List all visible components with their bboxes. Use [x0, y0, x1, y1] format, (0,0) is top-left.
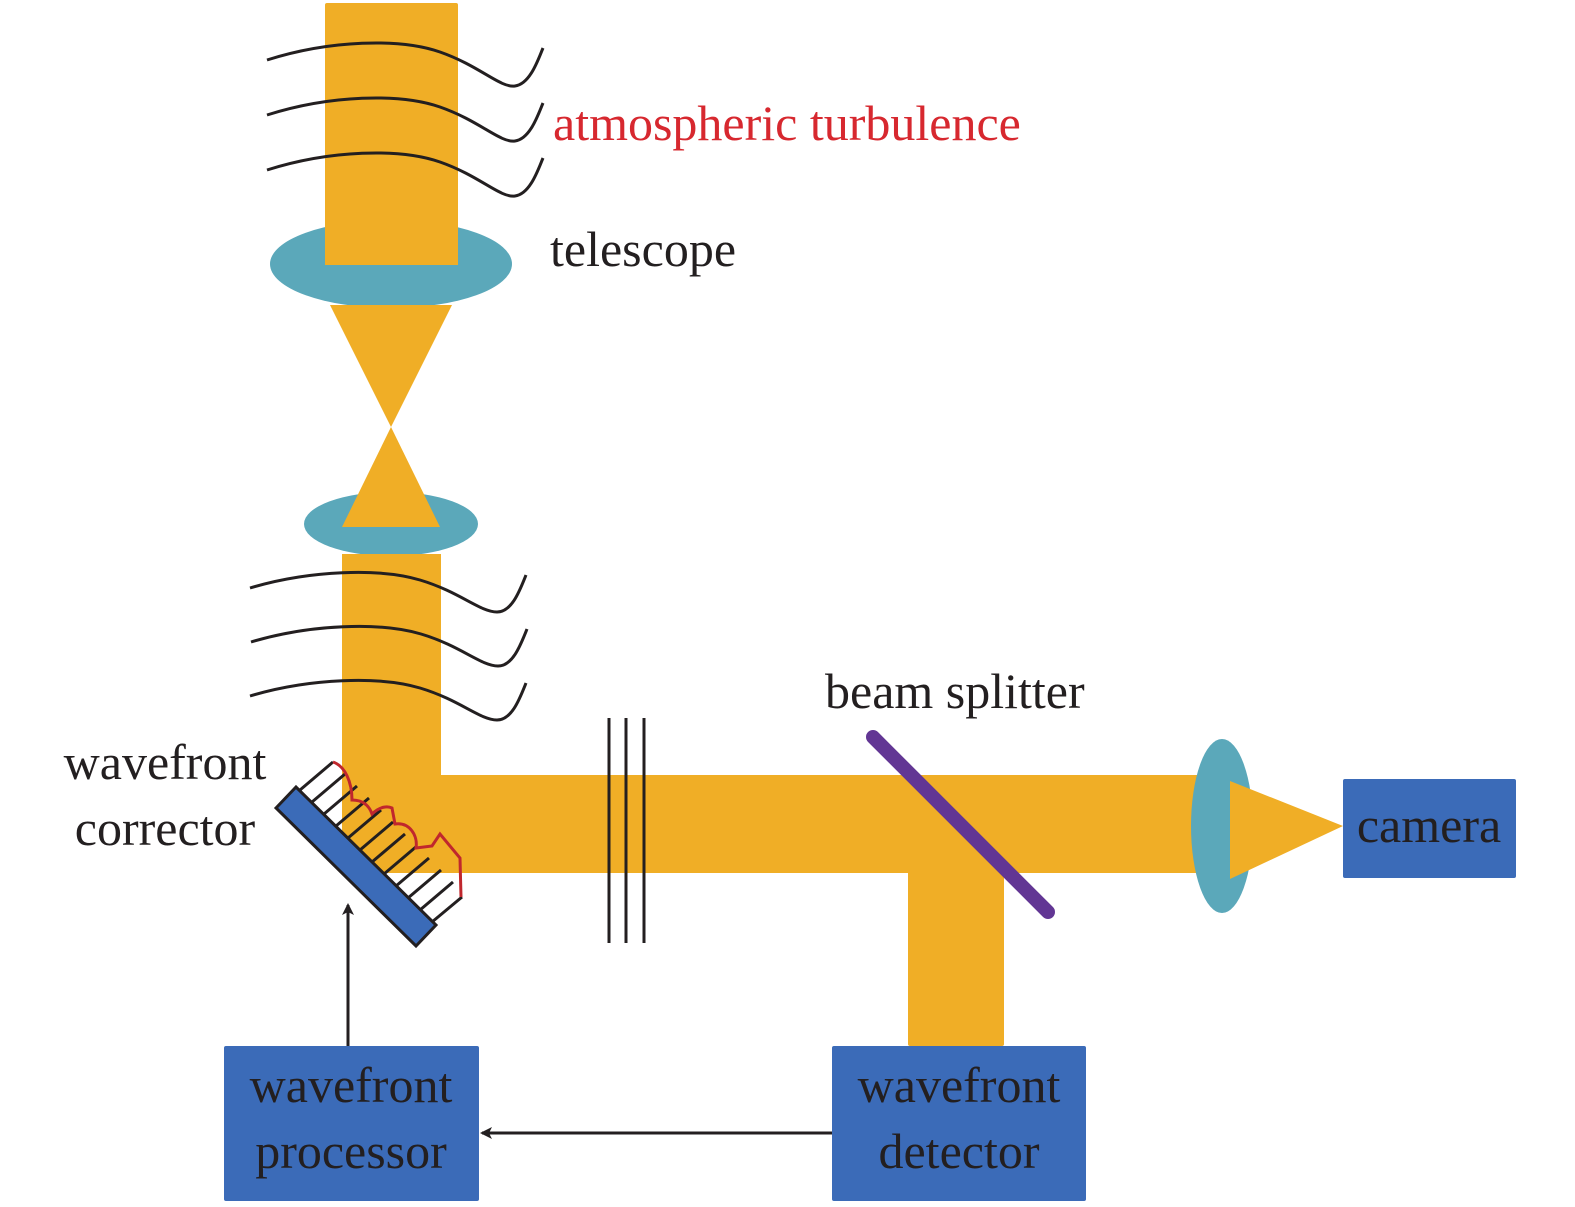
wavefront-corrector-label-line1: wavefront	[64, 734, 267, 790]
turbulence-wave	[266, 96, 545, 143]
wavefront-processor-label-line2: processor	[255, 1123, 447, 1179]
wavefront-detector-label-line2: detector	[878, 1123, 1039, 1179]
incoming-beam	[325, 3, 458, 265]
atmospheric-turbulence-waves	[266, 41, 545, 198]
wavefront-detector-box	[832, 1046, 1086, 1201]
wavefront-corrector-label-line2: corrector	[75, 800, 256, 856]
distorted-wavefront	[250, 624, 529, 668]
deformable-mirror	[273, 784, 439, 949]
wavefront-detector-label-line1: wavefront	[858, 1057, 1061, 1113]
collimated-beam-horizontal	[342, 775, 1202, 873]
camera-label: camera	[1357, 797, 1501, 853]
distorted-wavefront	[249, 570, 528, 614]
atmospheric-turbulence-label: atmospheric turbulence	[553, 95, 1021, 151]
camera-focusing-cone	[1230, 781, 1343, 879]
telescope-label: telescope	[550, 221, 736, 277]
turbulence-wave	[266, 151, 545, 198]
diverging-beam-cone	[342, 427, 440, 527]
wavefront-processor-label-line1: wavefront	[250, 1057, 453, 1113]
corrected-wavefront-lines	[607, 718, 646, 943]
actuator-lines	[299, 760, 463, 924]
incoming-beam-overlap	[325, 220, 458, 265]
wavefront-processor-box	[224, 1046, 479, 1201]
beam-splitter	[866, 730, 1055, 919]
converging-beam-cone	[330, 305, 452, 427]
wavefront-distortion-curve	[332, 760, 463, 898]
distorted-wavefront	[249, 678, 528, 722]
beam-splitter-label: beam splitter	[825, 663, 1085, 719]
camera-box	[1343, 779, 1516, 878]
wavefront-corrector	[273, 760, 463, 949]
detector-beam	[908, 860, 1004, 1046]
distorted-wavefront-lines	[249, 570, 529, 722]
turbulence-wave	[266, 41, 545, 88]
